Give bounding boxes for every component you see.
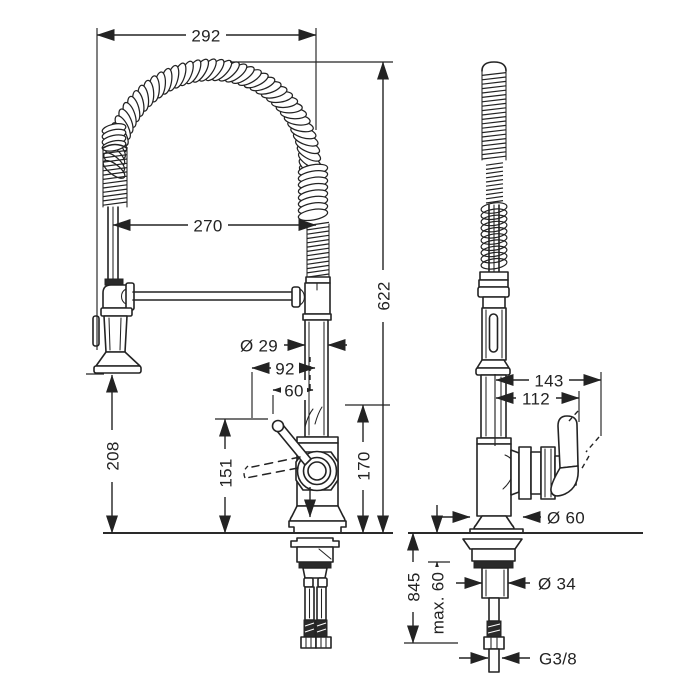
outlet-mark <box>314 406 323 425</box>
dim-pipe-diameter-29: Ø 29 <box>234 335 347 356</box>
dim-connection-g38: G3/8 <box>459 648 584 669</box>
side-coil-mid <box>485 162 504 204</box>
mounting-block <box>296 546 334 563</box>
side-spout-pipe <box>480 374 507 439</box>
spray-face <box>93 365 142 374</box>
spray-flare <box>95 351 141 367</box>
side-coil-upper <box>481 72 507 160</box>
dim-lever-height-151: 151 <box>215 418 268 534</box>
mounting-hardware-side <box>462 538 523 673</box>
dim-spray-height-208: 208 <box>86 373 123 534</box>
side-view <box>408 61 643 673</box>
dim-shank-diameter-34: Ø 34 <box>456 573 583 594</box>
dim-handle-depth-112: 112 <box>495 388 580 422</box>
dim-overall-height-622: 622 <box>230 61 394 534</box>
spring-coil-left-loose <box>101 123 127 152</box>
dim-label-622: 622 <box>375 281 394 310</box>
hose-connector <box>315 636 332 649</box>
dim-label-170: 170 <box>355 451 374 480</box>
dim-label-d60: Ø 60 <box>547 509 585 528</box>
lever-swing-dashed <box>568 410 579 422</box>
washer-side <box>462 538 523 550</box>
seal-band-side <box>473 560 514 569</box>
hose-braid <box>303 619 316 638</box>
dim-label-d29: Ø 29 <box>240 337 278 356</box>
coil-top-cap <box>481 61 507 72</box>
lever-swing-dashed <box>251 456 301 468</box>
dim-counter-thickness-max60: max. 60 <box>427 561 450 639</box>
dim-label-g38: G3/8 <box>539 650 577 669</box>
spring-coil-left-tight <box>102 149 128 206</box>
dim-label-60: 60 <box>284 382 304 401</box>
lever-swing-dashed <box>580 455 590 471</box>
connection-pipe <box>488 648 500 673</box>
dim-label-d34: Ø 34 <box>538 575 576 594</box>
faucet-body-front <box>243 419 347 534</box>
dim-base-diameter-60: Ø 60 <box>431 505 591 534</box>
dim-overall-width-292: 292 <box>96 25 317 350</box>
lever-tip <box>271 419 285 433</box>
handle-lever-side <box>557 415 579 469</box>
dim-label-845: 845 <box>405 572 424 601</box>
spring-coil-right-tight <box>306 221 330 278</box>
dim-lever-reach-92: 92 <box>251 357 316 418</box>
dim-label-92: 92 <box>275 360 295 379</box>
dim-lever-reach-60: 60 <box>272 380 314 414</box>
dim-hose-length-845: 845 <box>403 532 458 644</box>
hose-braid <box>315 619 328 638</box>
lever-swing-dashed <box>243 465 249 479</box>
spray-slot <box>488 313 499 353</box>
dim-hose-arm-reach-270: 270 <box>112 215 317 236</box>
dim-spout-height-170: 170 <box>345 404 390 534</box>
washer <box>290 537 340 548</box>
t-junction <box>291 276 332 321</box>
dim-label-292: 292 <box>191 27 220 46</box>
spray-body <box>103 315 128 353</box>
seal-band <box>298 561 332 569</box>
lever-hook <box>550 465 580 497</box>
spring-coil-right-loose <box>297 163 329 222</box>
spring-hose-arch <box>102 58 322 185</box>
dim-label-143: 143 <box>534 372 563 391</box>
front-view <box>92 58 393 649</box>
dim-label-max60: max. 60 <box>429 572 448 635</box>
dim-label-270: 270 <box>193 217 222 236</box>
handspray <box>92 278 142 374</box>
dim-label-151: 151 <box>217 458 236 487</box>
outlet-mark <box>304 408 314 428</box>
lever-swing-dashed <box>245 467 299 479</box>
lever-swing-dashed <box>585 436 600 453</box>
swivel-arm <box>132 291 293 301</box>
hose-connector <box>300 636 317 649</box>
riser-pipe <box>304 319 329 438</box>
hose-braid-side <box>486 620 502 638</box>
side-handle-mount <box>510 410 600 500</box>
mounting-hardware-front <box>290 537 340 649</box>
side-spray-head <box>475 271 511 376</box>
mounting-block-side <box>471 548 516 562</box>
spray-clip <box>92 315 100 347</box>
hose-connector-side <box>483 636 505 650</box>
dim-label-112: 112 <box>522 390 550 409</box>
side-coil-loose <box>480 202 508 270</box>
coil-top <box>102 143 128 149</box>
hose-nut <box>104 278 124 286</box>
base-plate <box>288 520 347 534</box>
dim-handle-depth-143: 143 <box>494 370 602 446</box>
spray-hose <box>107 206 119 282</box>
dim-label-208: 208 <box>104 441 123 470</box>
